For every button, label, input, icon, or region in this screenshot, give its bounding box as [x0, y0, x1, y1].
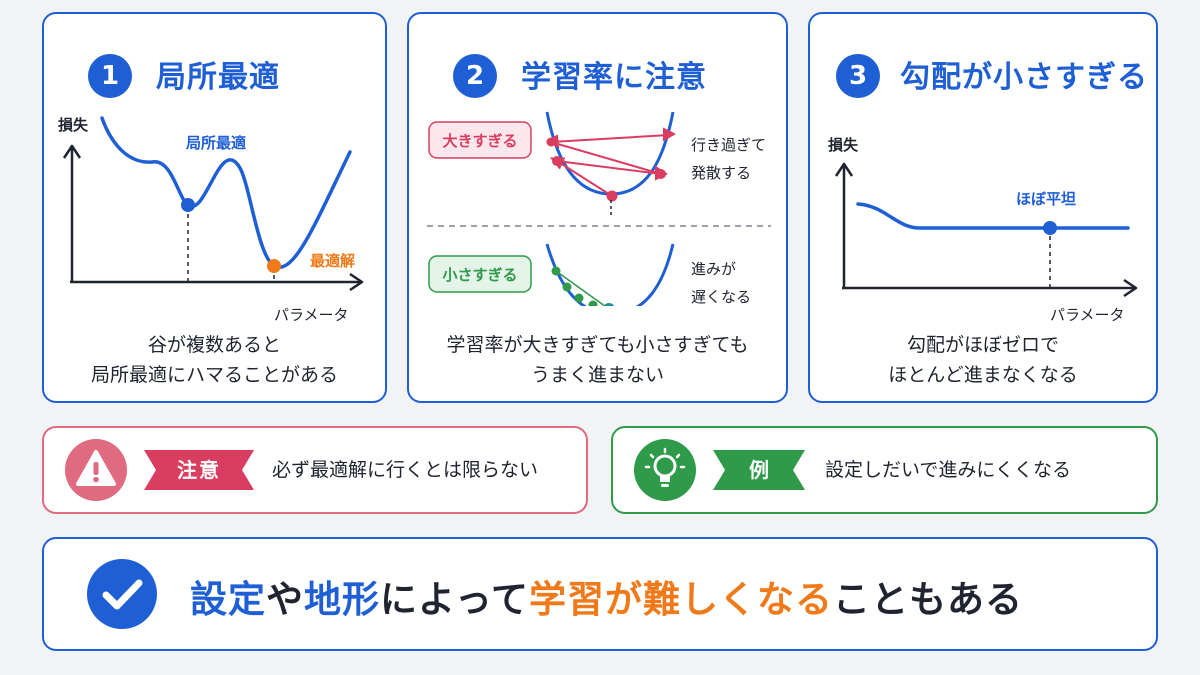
- too-small-tag: 小さすぎる: [442, 266, 517, 284]
- summary-part-setting: 設定: [190, 578, 266, 621]
- step-number-badge: 1: [88, 54, 132, 98]
- x-axis-arrowhead: [349, 272, 364, 292]
- caption-line: 学習率が大きすぎても小さすぎても: [446, 334, 749, 356]
- check-icon: [87, 559, 157, 629]
- panel-small-gradient: 3 勾配が小さすぎる 損失 ほぼ平坦 パラメータ 勾配がほぼゼロで ほとんど進ま…: [808, 12, 1158, 403]
- panel-title: 局所最適: [156, 60, 280, 95]
- caption-line: 局所最適にハマることがある: [90, 364, 338, 386]
- warning-text: 必ず最適解に行くとは限らない: [272, 459, 539, 481]
- too-large-note: 行き過ぎて: [691, 136, 766, 154]
- caption-line: ほとんど進まなくなる: [888, 364, 1078, 386]
- panel-local-optimum: 1 局所最適 損失 局所最適 最適解 パラメータ 谷が複数あると 局所最適にハマ…: [42, 12, 387, 403]
- too-large-tag-bg: [428, 121, 532, 159]
- summary-bar: 設定や地形によって学習が難しくなることもある: [42, 537, 1158, 651]
- divergent-steps: [550, 134, 670, 197]
- caption-line: うまく進まない: [530, 364, 664, 386]
- upper-bowl-curve: [545, 111, 675, 196]
- panel-caption: 学習率が大きすぎても小さすぎても うまく進まない: [409, 330, 786, 390]
- loss-curve: [856, 202, 1130, 230]
- too-large-note: 発散する: [691, 164, 751, 182]
- y-axis-arrowhead: [834, 162, 854, 177]
- warning-icon: [65, 439, 127, 501]
- warning-tag-ribbon: [144, 450, 254, 490]
- y-axis-arrowhead: [62, 144, 82, 159]
- warning-box: 注意 必ず最適解に行くとは限らない: [42, 426, 588, 514]
- global-optimum-point: [267, 259, 281, 273]
- local-optimum-point: [181, 198, 195, 212]
- loss-landscape-diagram: 損失 局所最適 最適解 パラメータ: [58, 116, 364, 324]
- x-axis-arrowhead: [1123, 278, 1138, 298]
- summary-part-terrain: 地形: [304, 578, 380, 621]
- example-text: 設定しだいで進みにくくなる: [825, 459, 1072, 481]
- y-axis-label: 損失: [58, 116, 89, 134]
- panel-title: 勾配が小さすぎる: [900, 60, 1148, 95]
- slow-steps: [551, 266, 615, 306]
- divergent-point: [552, 156, 562, 166]
- divergent-point: [656, 169, 666, 179]
- panel-caption: 勾配がほぼゼロで ほとんど進まなくなる: [810, 330, 1156, 390]
- summary-part-niyotte: によって: [380, 578, 530, 621]
- local-optimum-label: 局所最適: [185, 134, 246, 152]
- flat-label: ほぼ平坦: [1016, 190, 1076, 208]
- x-axis-label: パラメータ: [274, 306, 349, 324]
- caption-line: 勾配がほぼゼロで: [906, 334, 1059, 356]
- summary-part-end: こともある: [833, 578, 1024, 621]
- step-number-badge: 2: [453, 54, 497, 98]
- flat-point: [1043, 221, 1057, 235]
- divergent-point: [606, 190, 618, 202]
- global-optimum-label: 最適解: [310, 252, 355, 270]
- example-tag-ribbon: [713, 450, 805, 490]
- lower-bowl-curve: [545, 243, 675, 306]
- learning-rate-diagram: 大きすぎる 行き過ぎて 発散する 小さすぎる: [427, 111, 771, 306]
- loss-curve: [100, 116, 352, 269]
- panel-title: 学習率に注意: [521, 60, 707, 95]
- too-small-tag-bg: [428, 255, 532, 293]
- panel-caption: 谷が複数あると 局所最適にハマることがある: [44, 330, 385, 390]
- lightbulb-icon: [634, 439, 696, 501]
- panel-learning-rate: 2 学習率に注意 大きすぎる 行き過ぎて 発散する 小さすぎる: [407, 12, 788, 403]
- too-large-tag: 大きすぎる: [442, 132, 517, 150]
- too-small-note: 進みが: [691, 260, 736, 278]
- summary-part-hard: 学習が難しくなる: [529, 578, 834, 621]
- x-axis-label: パラメータ: [1050, 306, 1125, 324]
- too-small-note: 遅くなる: [691, 288, 751, 306]
- step-arrowhead: [662, 127, 677, 142]
- divergent-point: [546, 137, 556, 147]
- step-number-badge: 3: [836, 54, 880, 98]
- summary-text: 設定や地形によって学習が難しくなることもある: [190, 569, 1023, 623]
- example-box: 例 設定しだいで進みにくくなる: [611, 426, 1158, 514]
- y-axis-label: 損失: [828, 136, 859, 154]
- caption-line: 谷が複数あると: [147, 334, 281, 356]
- flat-gradient-diagram: 損失 ほぼ平坦 パラメータ: [828, 136, 1138, 324]
- warning-tag: 注意: [177, 458, 221, 482]
- example-tag: 例: [749, 458, 769, 482]
- summary-part-ya: や: [266, 578, 304, 621]
